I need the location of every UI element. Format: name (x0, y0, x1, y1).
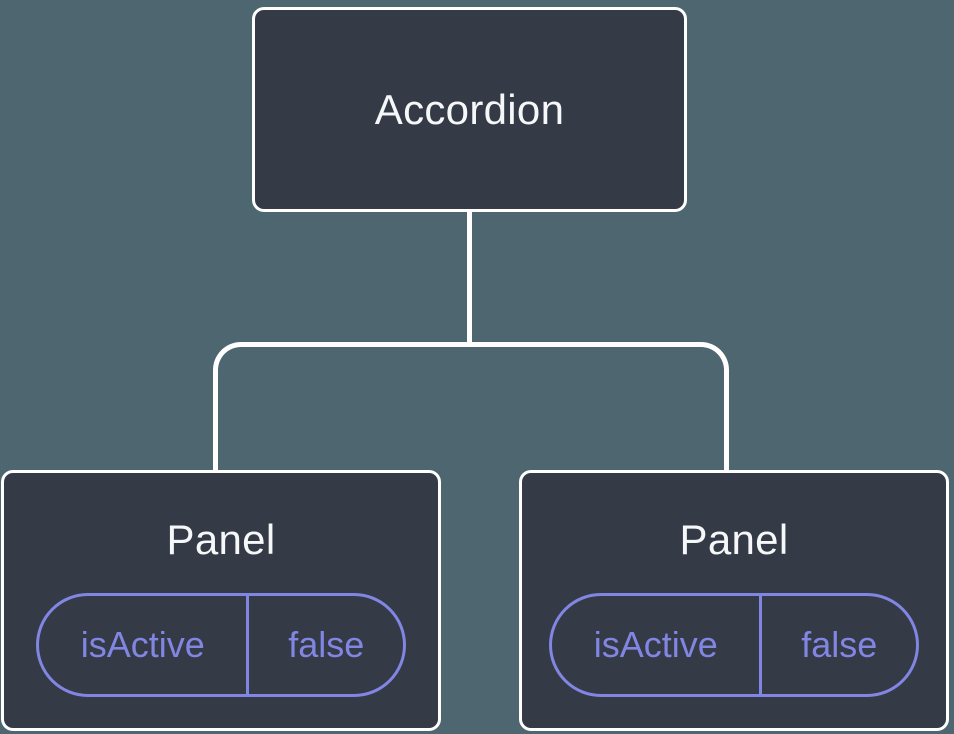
panel-node-left: Panel isActive false (1, 470, 441, 731)
state-value-label: false (801, 624, 878, 665)
state-pill: isActive false (549, 593, 919, 697)
panel-node-right: Panel isActive false (519, 470, 949, 731)
connector-bracket-line (213, 342, 729, 470)
state-value-label: false (288, 624, 365, 665)
connector-stem-line (467, 211, 472, 347)
state-key-label: isActive (552, 596, 763, 694)
state-pill: isActive false (36, 593, 406, 697)
accordion-node-label: Accordion (374, 85, 565, 133)
panel-node-label: Panel (679, 516, 789, 563)
state-key-label: isActive (39, 596, 250, 694)
panel-node-label: Panel (166, 516, 276, 563)
accordion-node: Accordion (252, 7, 687, 212)
